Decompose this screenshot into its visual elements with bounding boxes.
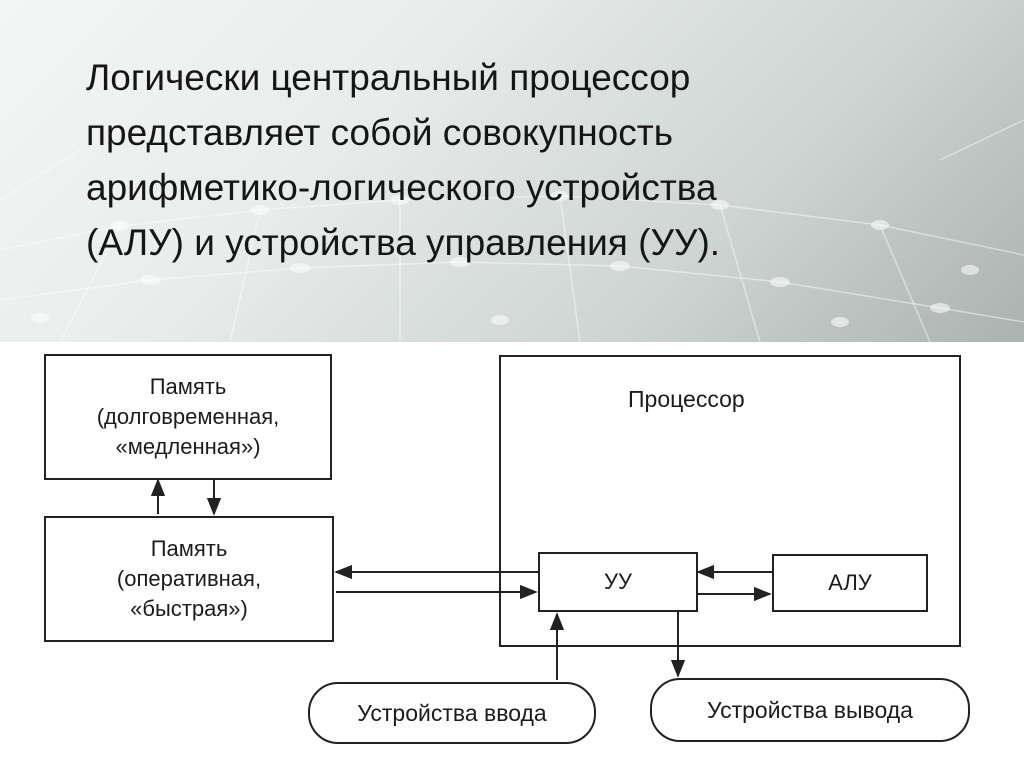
background-dot-pattern (0, 119, 1024, 342)
output-devices-label: Устройства вывода (707, 696, 913, 723)
title-line: (АЛУ) и устройства управления (УУ). (86, 222, 721, 263)
ram-title: Память (150, 536, 228, 561)
control-unit-box: УУ (538, 552, 698, 612)
long-term-memory-speed: «медленная») (115, 434, 261, 459)
slide-header: Логически центральный процессор представ… (0, 0, 1024, 342)
ram-type: (оперативная, (116, 566, 262, 591)
title-line: арифметико-логического устройства (86, 167, 717, 208)
title-line: представляет собой совокупность (86, 112, 673, 153)
input-devices-box: Устройства ввода (308, 682, 596, 744)
alu-box: АЛУ (772, 554, 928, 612)
control-unit-label: УУ (604, 569, 632, 594)
title-line: Логически центральный процессор (86, 57, 691, 98)
slide-title: Логически центральный процессор представ… (86, 50, 926, 270)
long-term-memory-type: (долговременная, (96, 404, 280, 429)
processor-frame (499, 355, 961, 647)
ram-box: Память (оперативная, «быстрая») (44, 516, 334, 642)
long-term-memory-title: Память (149, 374, 227, 399)
processor-label: Процессор (628, 386, 745, 412)
processor-diagram: Память (долговременная, «медленная») Пам… (0, 342, 1024, 767)
long-term-memory-box: Память (долговременная, «медленная») (44, 354, 332, 480)
output-devices-box: Устройства вывода (650, 678, 970, 742)
alu-label: АЛУ (828, 570, 872, 595)
input-devices-label: Устройства ввода (357, 699, 547, 726)
diagram-connectors (150, 355, 961, 680)
ram-speed: «быстрая») (130, 596, 248, 621)
